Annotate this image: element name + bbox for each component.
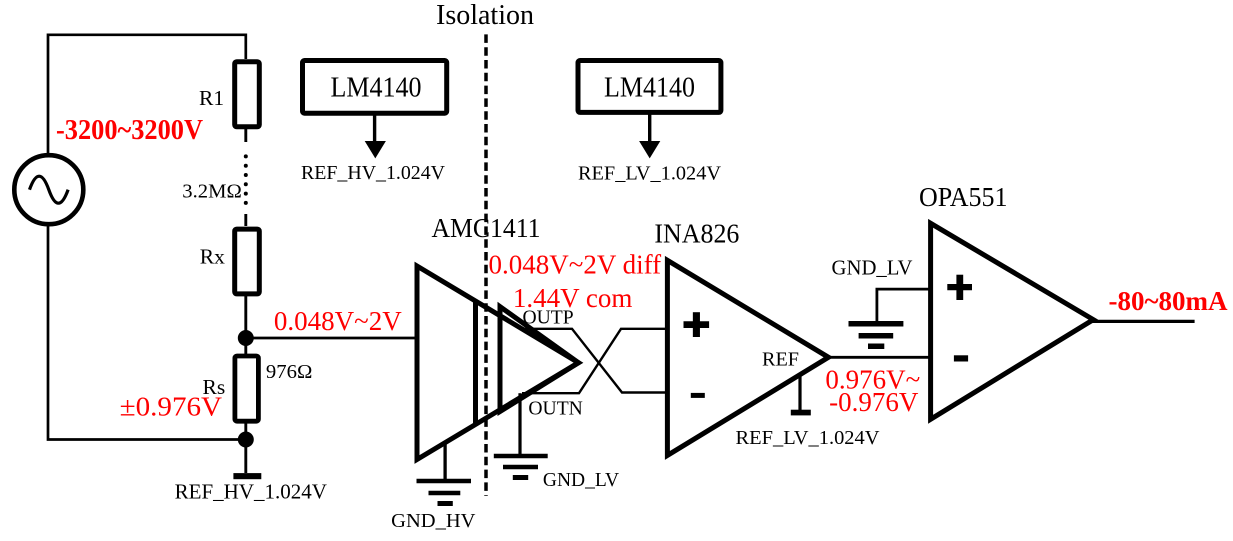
- svg-text:INA826: INA826: [654, 219, 739, 249]
- svg-text:0.048V~2V: 0.048V~2V: [274, 306, 402, 336]
- svg-text:LM4140: LM4140: [604, 73, 695, 104]
- svg-text:GND_LV: GND_LV: [832, 256, 913, 280]
- svg-text:-3200~3200V: -3200~3200V: [56, 115, 203, 146]
- svg-text:Rx: Rx: [200, 245, 225, 269]
- svg-text:GND_LV: GND_LV: [543, 470, 619, 491]
- svg-text:OPA551: OPA551: [919, 182, 1008, 212]
- svg-text:R1: R1: [199, 86, 224, 110]
- svg-text:OUTN: OUTN: [528, 399, 582, 420]
- svg-text:-0.976V: -0.976V: [829, 387, 919, 417]
- svg-text:REF_LV_1.024V: REF_LV_1.024V: [736, 427, 881, 449]
- svg-text:REF_HV_1.024V: REF_HV_1.024V: [301, 163, 445, 184]
- svg-text:0.048V~2V diff: 0.048V~2V diff: [488, 250, 661, 280]
- svg-text:Rs: Rs: [203, 375, 226, 399]
- svg-text:LM4140: LM4140: [331, 73, 422, 104]
- svg-text:Isolation: Isolation: [436, 0, 534, 31]
- svg-text:AMC1411: AMC1411: [432, 213, 541, 243]
- svg-text:REF_HV_1.024V: REF_HV_1.024V: [175, 480, 327, 504]
- svg-text:976Ω: 976Ω: [266, 361, 313, 383]
- svg-text:REF_LV_1.024V: REF_LV_1.024V: [578, 164, 721, 185]
- svg-text:0.976V~: 0.976V~: [825, 365, 920, 395]
- svg-text:GND_HV: GND_HV: [391, 510, 475, 532]
- svg-text:-80~80mA: -80~80mA: [1108, 286, 1228, 316]
- svg-text:1.44V com: 1.44V com: [513, 283, 633, 313]
- svg-text:3.2MΩ: 3.2MΩ: [182, 181, 242, 203]
- svg-text:±0.976V: ±0.976V: [120, 391, 223, 421]
- svg-text:OUTP: OUTP: [523, 308, 574, 329]
- svg-text:REF: REF: [762, 349, 799, 370]
